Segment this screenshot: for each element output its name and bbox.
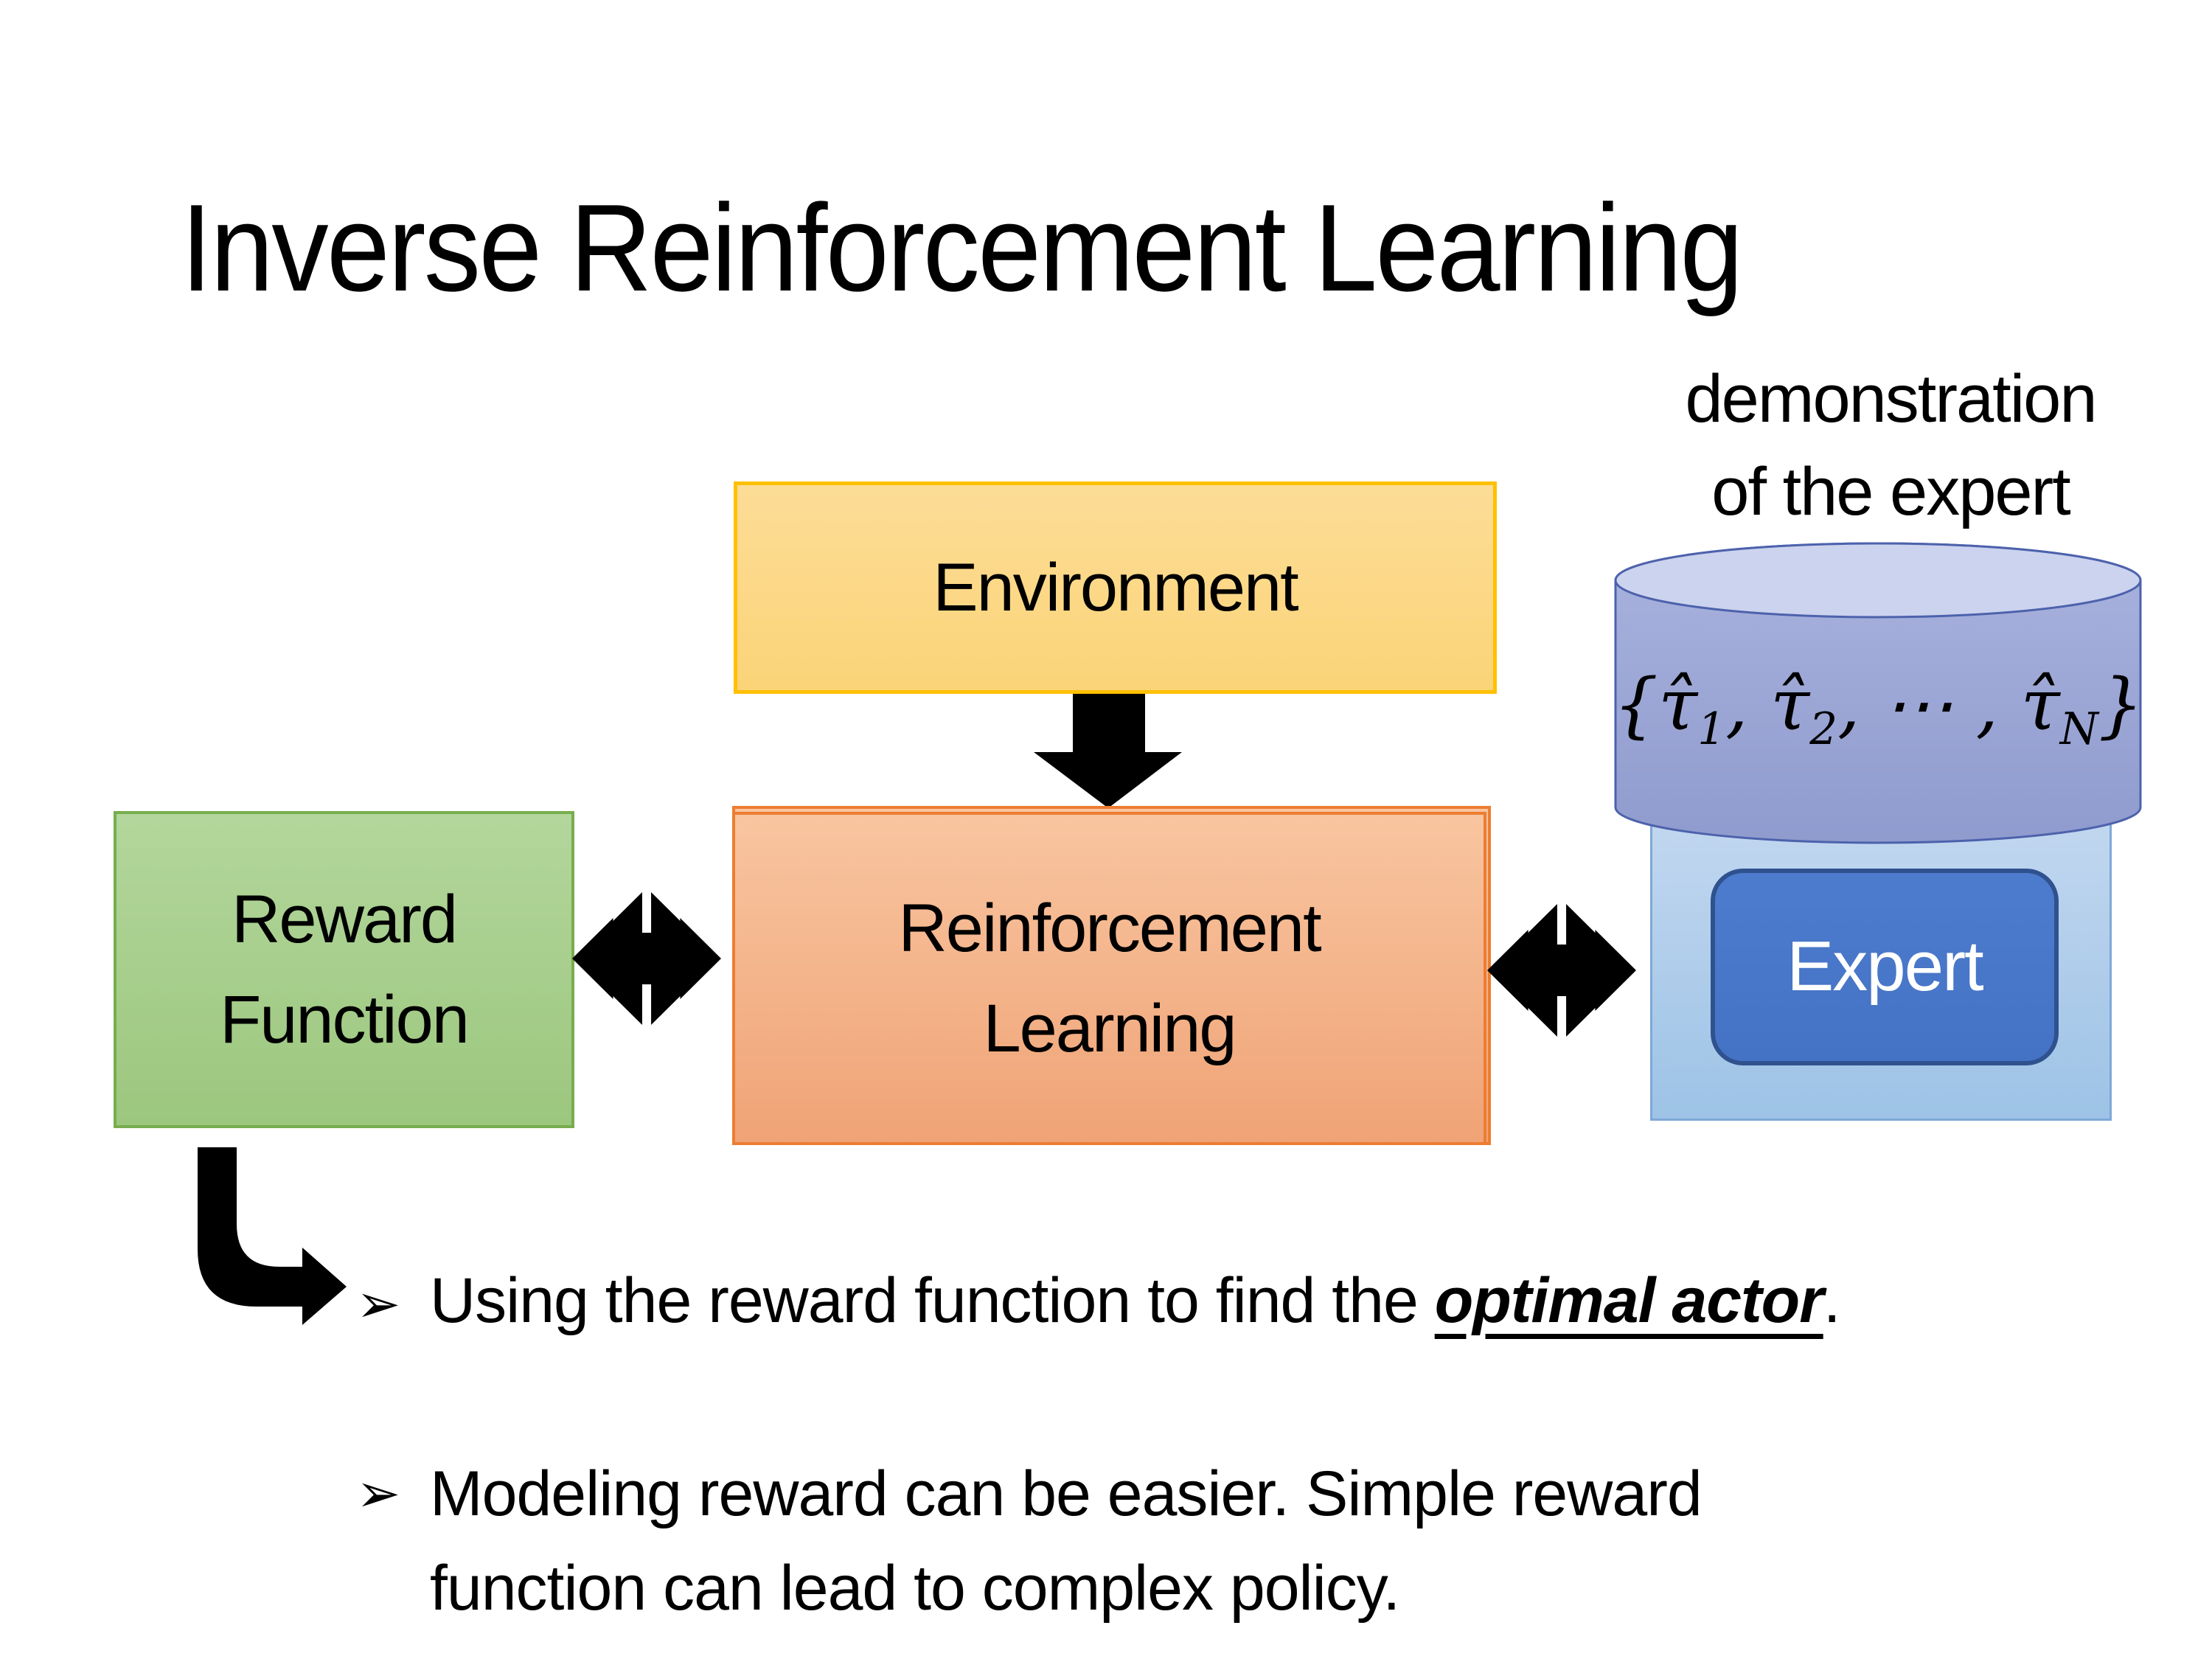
formula-comma1: , bbox=[1725, 664, 1748, 746]
bullet1-text: Using the reward function to find the op… bbox=[430, 1265, 1841, 1336]
demonstration-cylinder bbox=[1614, 542, 2142, 844]
rl-label-line1: Reinforcement bbox=[898, 890, 1321, 966]
demonstration-label-line2: of the expert bbox=[1711, 454, 2070, 529]
bullet-optimal-actor: ➢ Using the reward function to find the o… bbox=[356, 1253, 1841, 1352]
reinforcement-learning-box: Reinforcement Learning bbox=[732, 812, 1486, 1145]
reward-label-line1: Reward bbox=[231, 881, 458, 957]
formula-sub1: 1 bbox=[1697, 704, 1726, 756]
formula-tau2: τ̂ bbox=[1770, 664, 1810, 746]
environment-label: Environment bbox=[933, 549, 1298, 625]
bullet2-text: Modeling reward can be easier. Simple re… bbox=[430, 1458, 1703, 1624]
reward-function-label: Reward Function bbox=[220, 869, 470, 1070]
trajectory-set-formula: {τ̂1, τ̂2, ⋯ , τ̂N} bbox=[1613, 664, 2143, 755]
exchange-arrow-right-icon bbox=[1487, 904, 1636, 1037]
demonstration-label: demonstration of the expert bbox=[1640, 352, 2141, 538]
expert-box: Expert bbox=[1711, 869, 2059, 1065]
reinforcement-learning-label: Reinforcement Learning bbox=[898, 878, 1321, 1079]
formula-comma3: , bbox=[1975, 664, 1999, 746]
formula-tauN: τ̂ bbox=[2020, 664, 2060, 746]
formula-sub2: 2 bbox=[1809, 704, 1838, 756]
environment-box: Environment bbox=[734, 481, 1497, 694]
formula-subN: N bbox=[2059, 704, 2098, 756]
formula-open-brace: { bbox=[1613, 664, 1659, 746]
formula-close-brace: } bbox=[2098, 664, 2143, 746]
bullet1-highlight: optimal actor bbox=[1434, 1265, 1824, 1336]
formula-dots: ⋯ bbox=[1882, 664, 1954, 746]
page-title: Inverse Reinforcement Learning bbox=[181, 178, 1743, 317]
expert-label: Expert bbox=[1787, 927, 1983, 1006]
bullet-modeling-reward: ➢ Modeling reward can be easier. Simple … bbox=[356, 1447, 1838, 1635]
rl-label-line2: Learning bbox=[983, 991, 1237, 1066]
bullet-arrowhead-icon: ➢ bbox=[356, 1275, 400, 1334]
formula-comma2: , bbox=[1837, 664, 1860, 746]
bullet1-text-before: Using the reward function to find the bbox=[430, 1265, 1435, 1336]
exchange-arrow-left-icon bbox=[572, 892, 721, 1025]
formula-tau1: τ̂ bbox=[1658, 664, 1698, 746]
bent-arrow-icon bbox=[198, 1147, 347, 1325]
bullet1-text-after: . bbox=[1823, 1265, 1841, 1336]
reward-label-line2: Function bbox=[220, 982, 470, 1057]
down-arrow-icon bbox=[1034, 694, 1182, 808]
demonstration-label-line1: demonstration bbox=[1685, 361, 2098, 437]
reward-function-box: Reward Function bbox=[114, 811, 574, 1128]
bullet-arrowhead-icon: ➢ bbox=[356, 1464, 400, 1523]
